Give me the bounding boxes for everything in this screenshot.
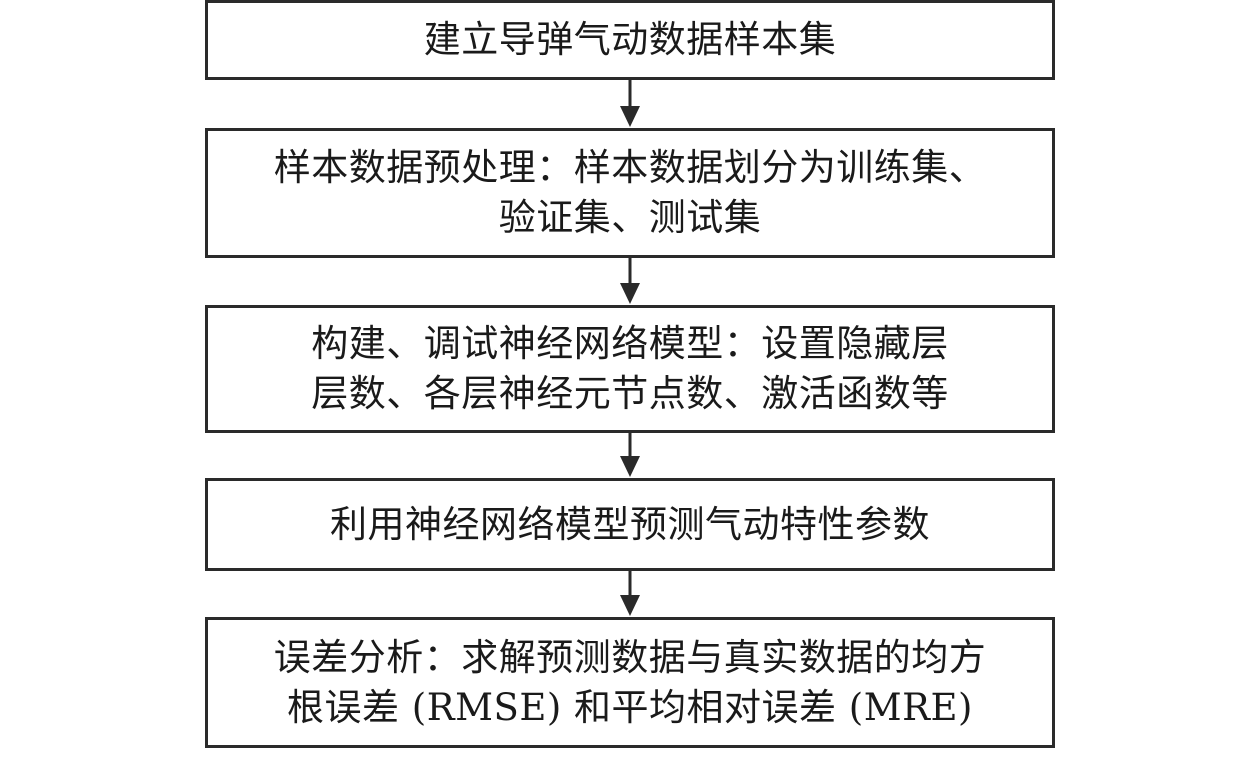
step-predict-text: 利用神经网络模型预测气动特性参数	[330, 502, 930, 546]
step-build-network-text: 构建、调试神经网络模型：设置隐藏层 层数、各层神经元节点数、激活函数等	[311, 322, 949, 415]
step-preprocess: 样本数据预处理：样本数据划分为训练集、 验证集、测试集	[205, 128, 1055, 258]
step-build-dataset-text: 建立导弹气动数据样本集	[423, 18, 837, 61]
arrow-2-to-3	[620, 258, 640, 304]
step-build-dataset: 建立导弹气动数据样本集	[205, 0, 1055, 80]
arrow-3-to-4	[620, 433, 640, 477]
step-build-network: 构建、调试神经网络模型：设置隐藏层 层数、各层神经元节点数、激活函数等	[205, 305, 1055, 433]
step-error-analysis-text: 误差分析：求解预测数据与真实数据的均方 根误差 (RMSE) 和平均相对误差 (…	[273, 635, 987, 729]
step-error-analysis: 误差分析：求解预测数据与真实数据的均方 根误差 (RMSE) 和平均相对误差 (…	[205, 617, 1055, 748]
step-preprocess-text: 样本数据预处理：样本数据划分为训练集、 验证集、测试集	[273, 146, 987, 239]
arrow-1-to-2	[620, 80, 640, 127]
arrow-4-to-5	[620, 571, 640, 616]
step-predict: 利用神经网络模型预测气动特性参数	[205, 478, 1055, 571]
